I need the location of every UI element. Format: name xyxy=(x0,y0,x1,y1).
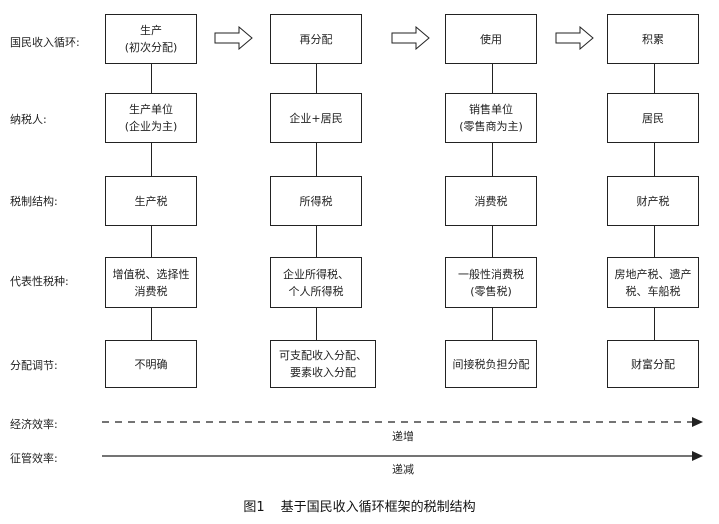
box-cycle-redistribution: 再分配 xyxy=(270,14,362,64)
box-text: 可支配收入分配、 xyxy=(279,349,367,362)
econ-efficiency-trend: 递增 xyxy=(392,430,414,443)
box-text: 再分配 xyxy=(299,32,333,46)
box-text: 不明确 xyxy=(134,357,168,371)
row-label-distribution: 分配调节: xyxy=(10,359,58,372)
box-text: 财富分配 xyxy=(631,357,675,371)
box-taxpayer-production-unit: 生产单位 (企业为主) xyxy=(105,93,197,143)
box-text: 消费税 xyxy=(134,284,168,298)
box-taxes-vat: 增值税、选择性 消费税 xyxy=(105,257,197,308)
box-structure-production-tax: 生产税 xyxy=(105,176,197,226)
box-taxpayer-resident: 居民 xyxy=(607,93,699,143)
row-label-structure: 税制结构: xyxy=(10,195,58,208)
box-text: 生产单位 xyxy=(129,103,173,116)
box-text: 房地产税、遗产 xyxy=(614,267,692,281)
box-text: 税、车船税 xyxy=(625,284,681,298)
box-distribution-income: 可支配收入分配、 要素收入分配 xyxy=(270,340,376,388)
box-text: 生产税 xyxy=(134,194,168,208)
econ-efficiency-arrow xyxy=(102,417,703,427)
flow-arrow-2 xyxy=(391,26,430,50)
box-text: 企业所得税、 xyxy=(283,267,349,281)
box-text: 财产税 xyxy=(636,194,670,208)
row-label-cycle: 国民收入循环: xyxy=(10,36,80,49)
box-text: 消费税 xyxy=(474,194,508,208)
box-distribution-unclear: 不明确 xyxy=(105,340,197,388)
box-taxes-general-consumption: 一般性消费税 (零售税) xyxy=(445,257,537,308)
box-text: 积累 xyxy=(642,32,664,46)
box-text: 所得税 xyxy=(299,194,333,208)
box-text: 使用 xyxy=(480,32,502,46)
box-text: 增值税、选择性 xyxy=(112,267,190,281)
row-label-econ-efficiency: 经济效率: xyxy=(10,418,58,431)
box-cycle-production: 生产 (初次分配) xyxy=(105,14,197,64)
box-text: 要素收入分配 xyxy=(290,366,356,379)
row-label-taxes: 代表性税种: xyxy=(10,275,69,288)
box-text: 销售单位 xyxy=(469,103,513,116)
box-structure-income-tax: 所得税 xyxy=(270,176,362,226)
box-text: (企业为主) xyxy=(124,120,178,133)
box-text: 一般性消费税 xyxy=(458,267,524,281)
box-cycle-use: 使用 xyxy=(445,14,537,64)
box-text: (零售税) xyxy=(470,284,512,298)
box-structure-property-tax: 财产税 xyxy=(607,176,699,226)
box-taxes-property: 房地产税、遗产 税、车船税 xyxy=(607,257,699,308)
figure-caption: 图1 基于国民收入循环框架的税制结构 xyxy=(0,496,719,515)
flow-arrow-1 xyxy=(214,26,253,50)
box-taxpayer-enterprise-resident: 企业+居民 xyxy=(270,93,362,143)
box-distribution-wealth: 财富分配 xyxy=(607,340,699,388)
admin-efficiency-arrow xyxy=(102,451,703,461)
box-structure-consumption-tax: 消费税 xyxy=(445,176,537,226)
box-text: 生产 xyxy=(140,24,162,37)
row-label-admin-efficiency: 征管效率: xyxy=(10,452,58,465)
figure-title: 基于国民收入循环框架的税制结构 xyxy=(280,500,476,515)
box-text: 间接税负担分配 xyxy=(452,357,530,371)
figure-number: 图1 xyxy=(243,500,265,515)
row-label-taxpayer: 纳税人: xyxy=(10,113,47,126)
box-text: 个人所得税 xyxy=(288,284,344,298)
box-text: 居民 xyxy=(642,111,664,125)
box-taxpayer-retailer: 销售单位 (零售商为主) xyxy=(445,93,537,143)
admin-efficiency-trend: 递减 xyxy=(392,463,414,476)
box-distribution-indirect-burden: 间接税负担分配 xyxy=(445,340,537,388)
flow-arrow-3 xyxy=(555,26,594,50)
box-text: (初次分配) xyxy=(124,41,178,54)
box-text: 企业+居民 xyxy=(289,111,343,125)
box-taxes-income: 企业所得税、 个人所得税 xyxy=(270,257,362,308)
box-cycle-accumulation: 积累 xyxy=(607,14,699,64)
box-text: (零售商为主) xyxy=(459,120,523,133)
